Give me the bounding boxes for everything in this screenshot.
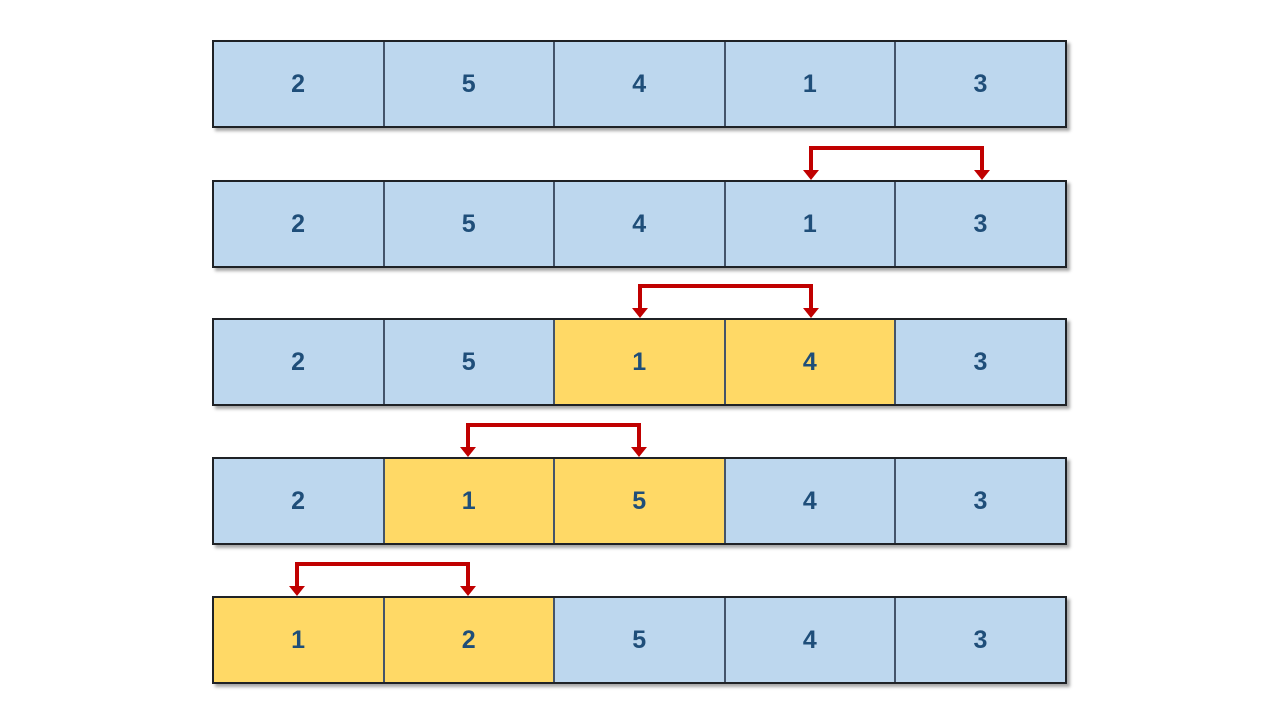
array-row-4: 2 1 5 4 3 (212, 457, 1067, 545)
array-cell: 4 (555, 182, 726, 266)
array-cell: 4 (725, 598, 897, 682)
swap-arrow (289, 562, 476, 596)
array-cell: 3 (896, 320, 1065, 404)
array-cell: 2 (214, 42, 385, 126)
array-cell: 5 (555, 598, 726, 682)
array-cell: 3 (896, 459, 1065, 543)
array-cell: 3 (896, 598, 1065, 682)
array-cell: 2 (214, 459, 385, 543)
array-cell: 3 (896, 182, 1065, 266)
array-cell: 1 (214, 598, 385, 682)
array-cell: 4 (725, 320, 897, 404)
array-cell: 4 (555, 42, 726, 126)
array-cell: 5 (384, 182, 556, 266)
array-row-3: 2 5 1 4 3 (212, 318, 1067, 406)
array-cell: 1 (384, 459, 556, 543)
array-row-2: 2 5 4 1 3 (212, 180, 1067, 268)
array-row-5: 1 2 5 4 3 (212, 596, 1067, 684)
swap-arrow (632, 284, 819, 318)
array-cell: 5 (384, 42, 556, 126)
array-cell: 3 (896, 42, 1065, 126)
swap-arrow (803, 146, 990, 180)
array-row-1: 2 5 4 1 3 (212, 40, 1067, 128)
array-cell: 2 (214, 320, 385, 404)
array-cell: 1 (725, 182, 897, 266)
array-cell: 1 (725, 42, 897, 126)
array-cell: 2 (214, 182, 385, 266)
swap-arrow (460, 423, 647, 457)
array-cell: 4 (725, 459, 897, 543)
array-cell: 2 (384, 598, 556, 682)
array-cell: 5 (555, 459, 726, 543)
array-cell: 1 (555, 320, 726, 404)
array-cell: 5 (384, 320, 556, 404)
